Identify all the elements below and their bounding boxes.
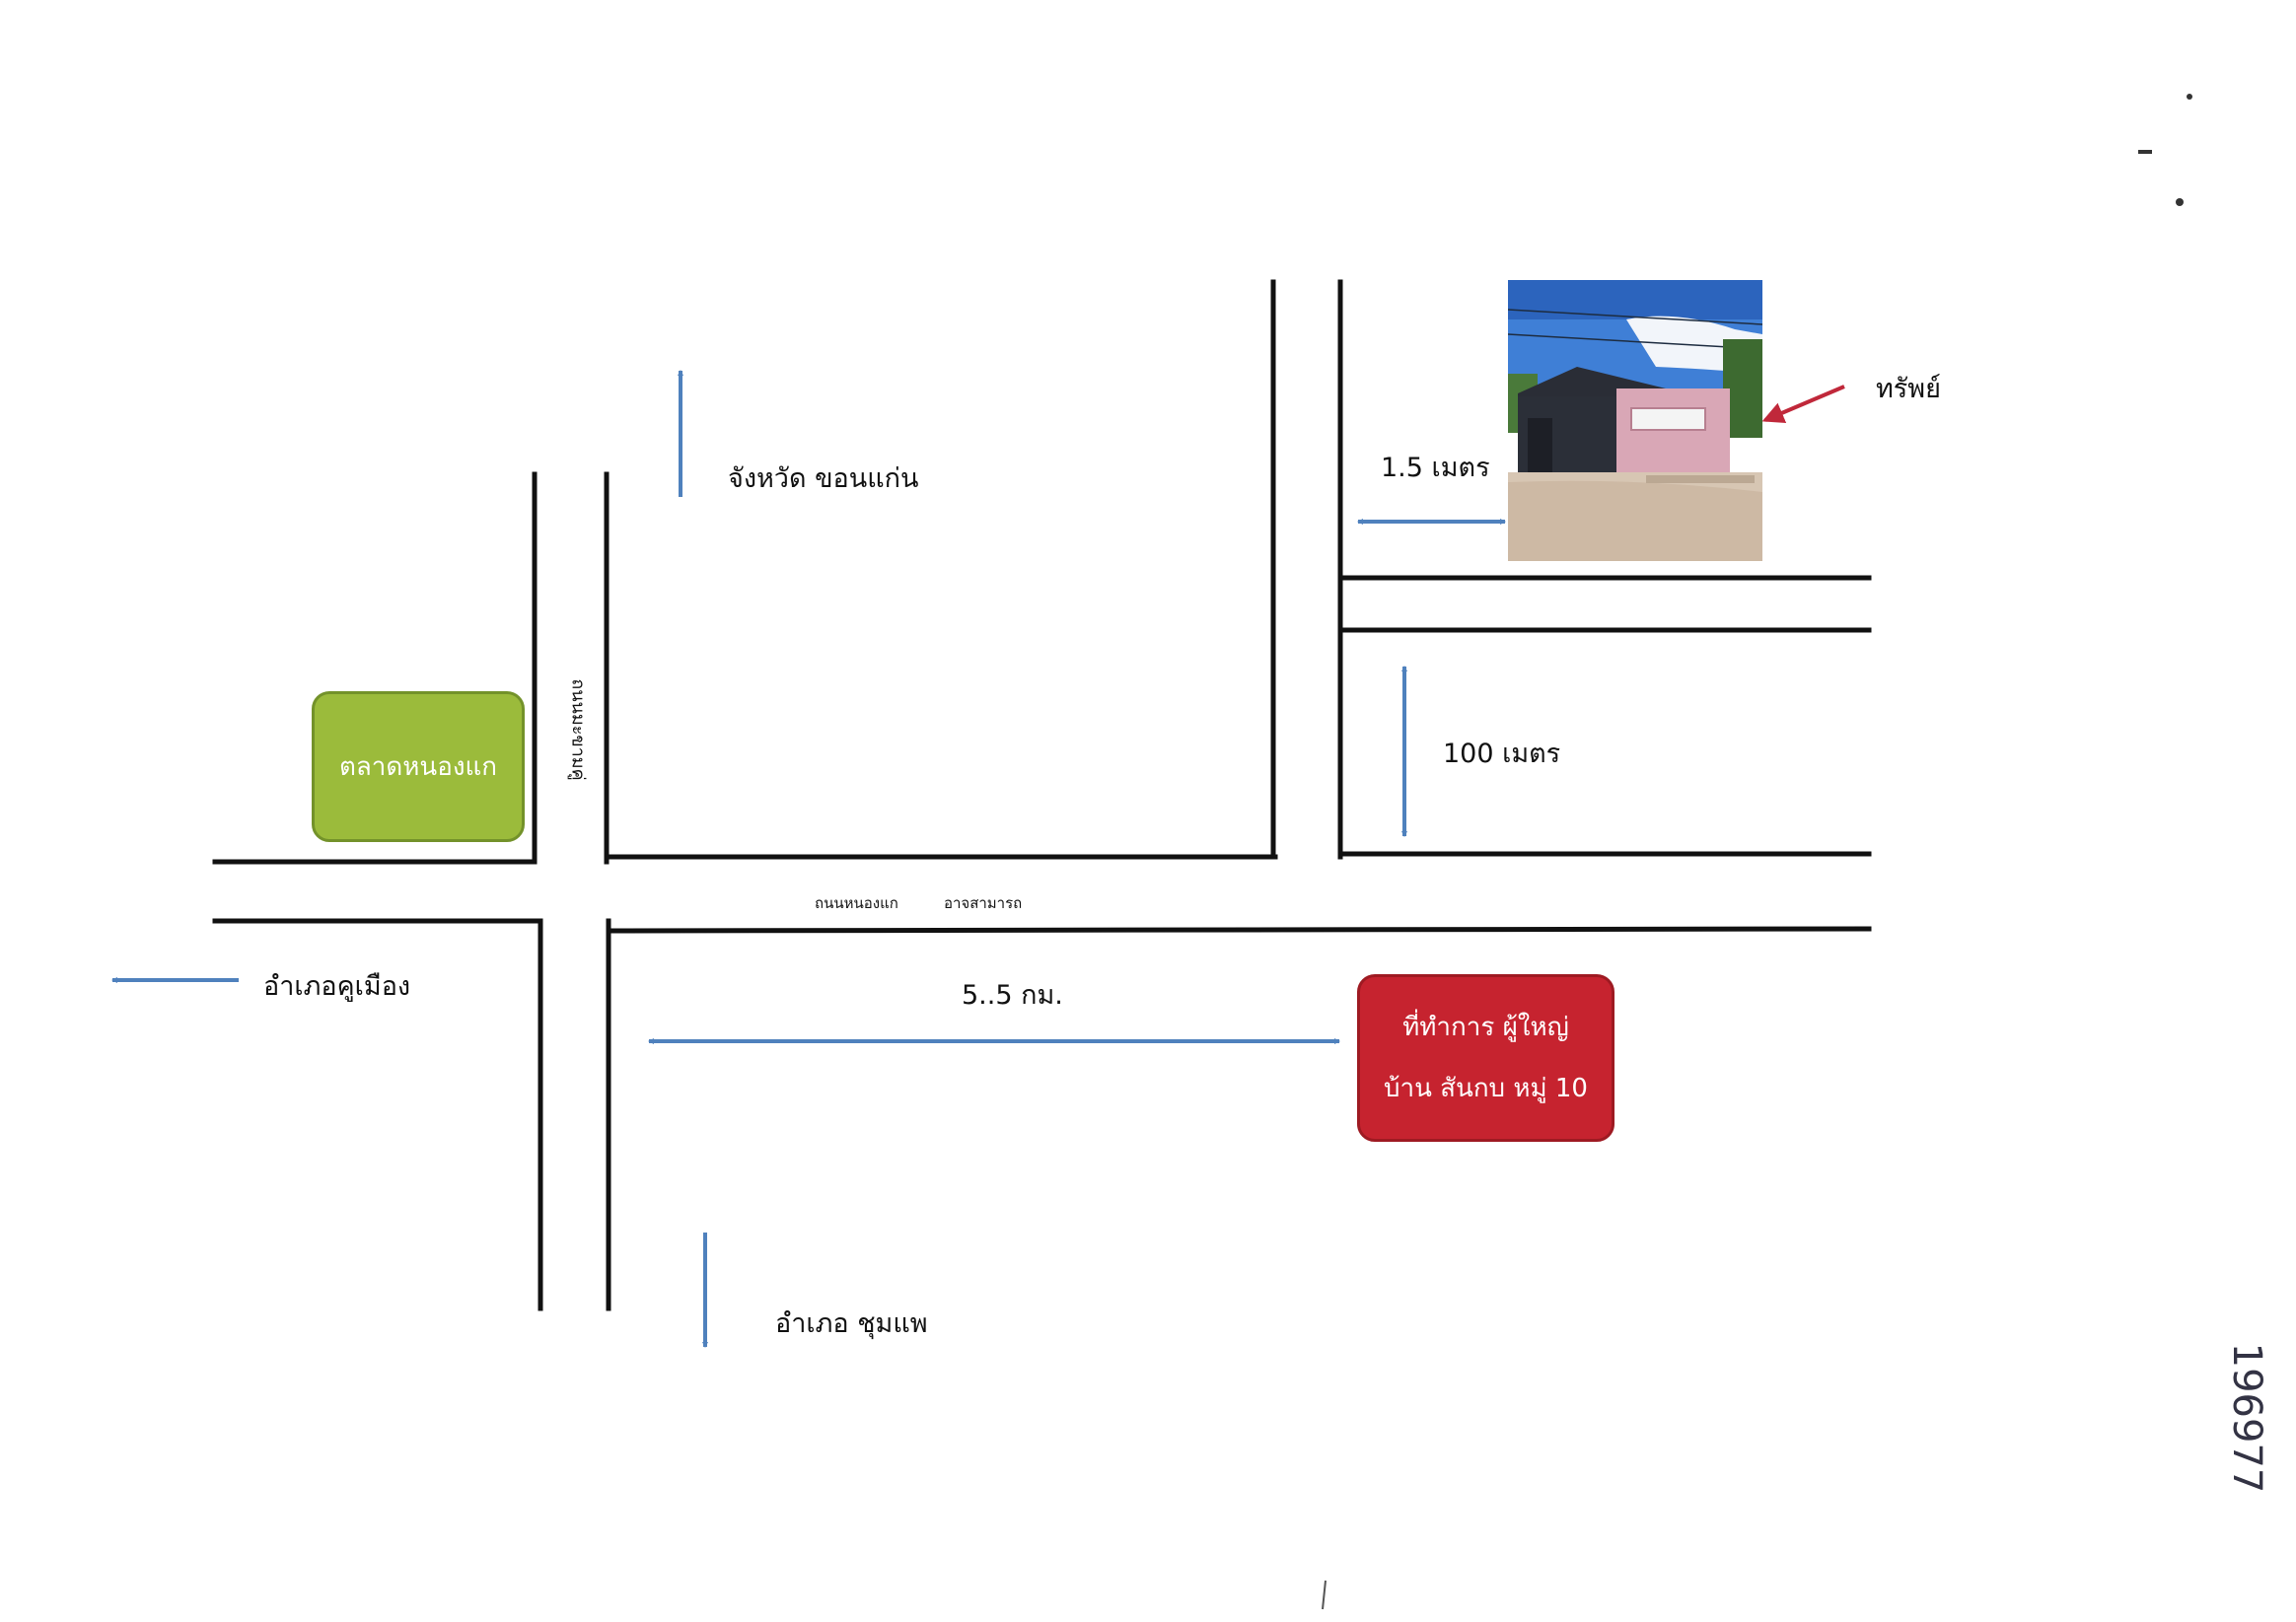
scan-speck	[2187, 94, 2192, 100]
label-distance-km: 5..5 กม.	[962, 980, 1063, 1011]
label-distance-100m: 100 เมตร	[1443, 739, 1561, 769]
label-property: ทรัพย์	[1876, 374, 1941, 404]
label-road-at-samat: อาจสามารถ	[944, 894, 1023, 912]
scan-speck	[2138, 150, 2152, 154]
label-north-khon-kaen: จังหวัด ขอนแก่น	[728, 463, 919, 494]
handwritten-document-number: 196977	[2224, 1342, 2269, 1494]
market-label: ตลาดหนองแก	[338, 752, 498, 782]
scan-speck	[2176, 198, 2184, 206]
label-road-nong-kae: ถนนหนองแก	[815, 894, 898, 912]
label-south-chum-phae: อำเภอ ชุมแพ	[775, 1308, 928, 1339]
scan-mark	[1322, 1580, 1327, 1610]
house-image	[1508, 280, 1762, 561]
road-horizontal-south-edge-east	[606, 926, 1872, 934]
label-distance-1-5m: 1.5 เมตร	[1381, 453, 1490, 483]
label-west-khu-mueang: อำเภอคูเมือง	[263, 971, 411, 1002]
property-pointer-arrow	[1761, 385, 1845, 423]
market-nong-kae-box: ตลาดหนองแก	[312, 691, 525, 842]
office-label-line1: ที่ทำการ ผู้ใหญ่	[1402, 1013, 1569, 1042]
village-office-box: ที่ทำการ ผู้ใหญ่ บ้าน สันกบ หมู่ 10	[1357, 974, 1614, 1142]
label-road-makham-khu: ถนนมะขามคู่	[567, 678, 589, 781]
property-photo	[1508, 280, 1762, 561]
office-label-line2: บ้าน สันกบ หมู่ 10	[1384, 1074, 1588, 1103]
